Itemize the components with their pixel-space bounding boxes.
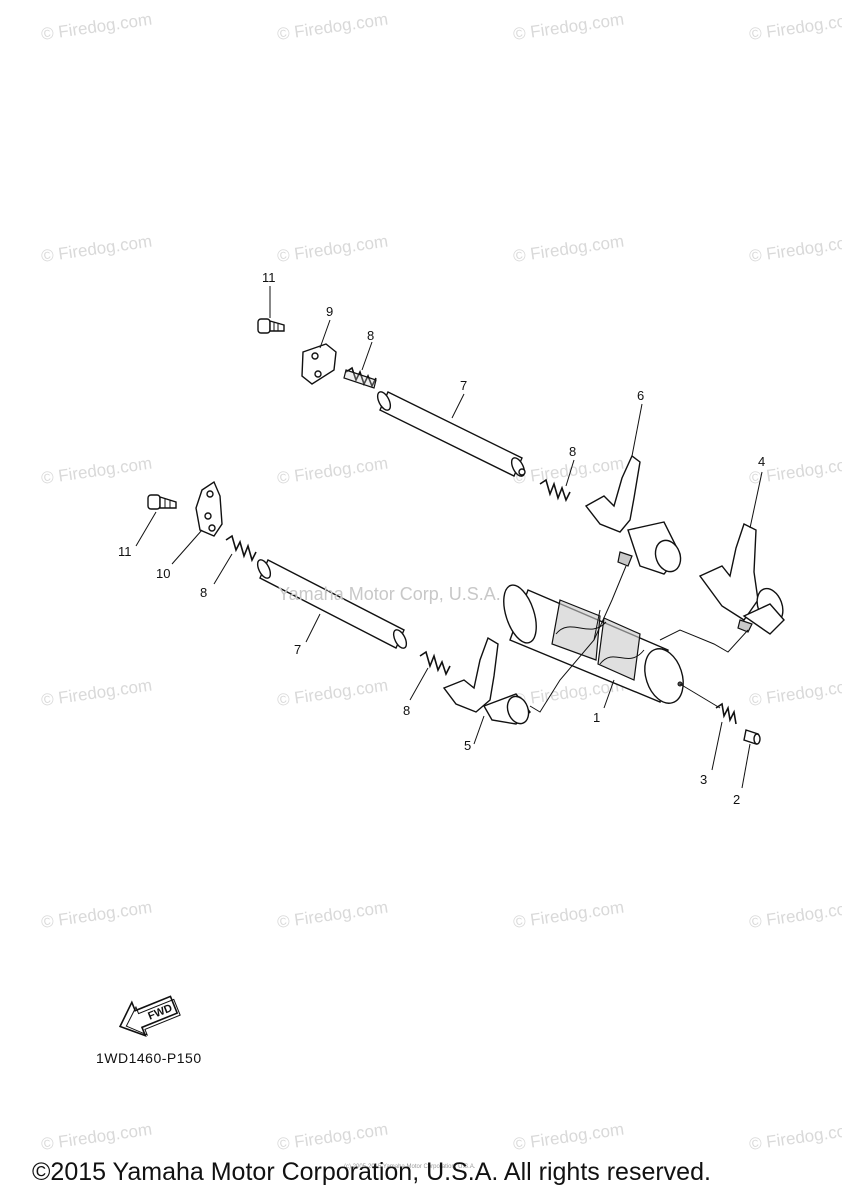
stopper-plate-lower	[195, 480, 223, 537]
callout-8-lower-right: 8	[403, 703, 410, 718]
callout-1: 1	[593, 710, 600, 725]
watermark-text: © Firedog.com	[512, 10, 625, 44]
watermark-text: © Firedog.com	[40, 1120, 153, 1154]
copyright-notice: ©2015 Yamaha Motor Corporation, U.S.A. A…	[32, 1158, 711, 1186]
watermark-text: © Firedog.com	[40, 676, 153, 710]
watermark-text: © Firedog.com	[512, 898, 625, 932]
callout-10: 10	[156, 566, 170, 581]
callout-4: 4	[758, 454, 765, 469]
watermark-text: © Firedog.com	[276, 898, 389, 932]
callout-8-upper-right: 8	[569, 444, 576, 459]
shaft-lower	[256, 559, 408, 649]
fine-print: (c) 2005-2015 Yamaha Motor Corporation, …	[344, 1164, 476, 1170]
callout-2: 2	[733, 792, 740, 807]
callout-9: 9	[326, 304, 333, 319]
callout-8-lower-left: 8	[200, 585, 207, 600]
assembly-lines	[529, 565, 749, 713]
shift-fork-6	[584, 454, 682, 575]
spring-lower-right	[419, 650, 451, 677]
pin-2	[743, 729, 761, 745]
watermark-text: © Firedog.com	[276, 1120, 389, 1154]
fwd-arrow-icon: FWD	[118, 995, 181, 1038]
diagram-code: 1WD1460-P150	[96, 1050, 202, 1066]
shift-fork-5	[442, 636, 531, 725]
callout-11-lower: 11	[118, 544, 132, 559]
callout-3: 3	[700, 772, 707, 787]
watermark-text: © Firedog.com	[748, 1120, 842, 1154]
callout-8-upper-left: 8	[367, 328, 374, 343]
spring-3	[715, 702, 737, 725]
watermark-text: © Firedog.com	[40, 232, 153, 266]
watermark-text: © Firedog.com	[276, 454, 389, 488]
manufacturer-watermark: Yamaha Motor Corp, U.S.A.	[278, 584, 501, 604]
watermark-text: © Firedog.com	[512, 1120, 625, 1154]
spring-lower-left	[225, 534, 257, 563]
watermark-text: © Firedog.com	[276, 676, 389, 710]
bolt-upper	[257, 318, 285, 334]
watermark-text: © Firedog.com	[40, 898, 153, 932]
watermark-text: © Firedog.com	[276, 10, 389, 44]
spring-upper-right	[539, 478, 571, 503]
watermark-text: © Firedog.com	[748, 232, 842, 266]
callouts: 11 9 8 7 8 6 4 11 10 8 7 8 1 5 3 2	[118, 270, 765, 807]
callout-6: 6	[637, 388, 644, 403]
watermark-text: © Firedog.com	[748, 676, 842, 710]
bolt-lower	[147, 494, 177, 510]
watermark-text: © Firedog.com	[512, 232, 625, 266]
watermark-text: © Firedog.com	[748, 10, 842, 44]
shaft-upper	[376, 391, 526, 477]
spring-upper-left	[343, 366, 377, 389]
watermark-text: © Firedog.com	[748, 898, 842, 932]
callout-7-lower: 7	[294, 642, 301, 657]
watermark-text: © Firedog.com	[276, 232, 389, 266]
callout-5: 5	[464, 738, 471, 753]
leader-lines	[135, 286, 763, 789]
shift-fork-4	[698, 523, 785, 635]
stopper-plate-upper	[301, 343, 337, 385]
callout-11-upper: 11	[262, 270, 276, 285]
callout-7-upper: 7	[460, 378, 467, 393]
watermark-text: © Firedog.com	[40, 10, 153, 44]
watermark-text: © Firedog.com	[40, 454, 153, 488]
